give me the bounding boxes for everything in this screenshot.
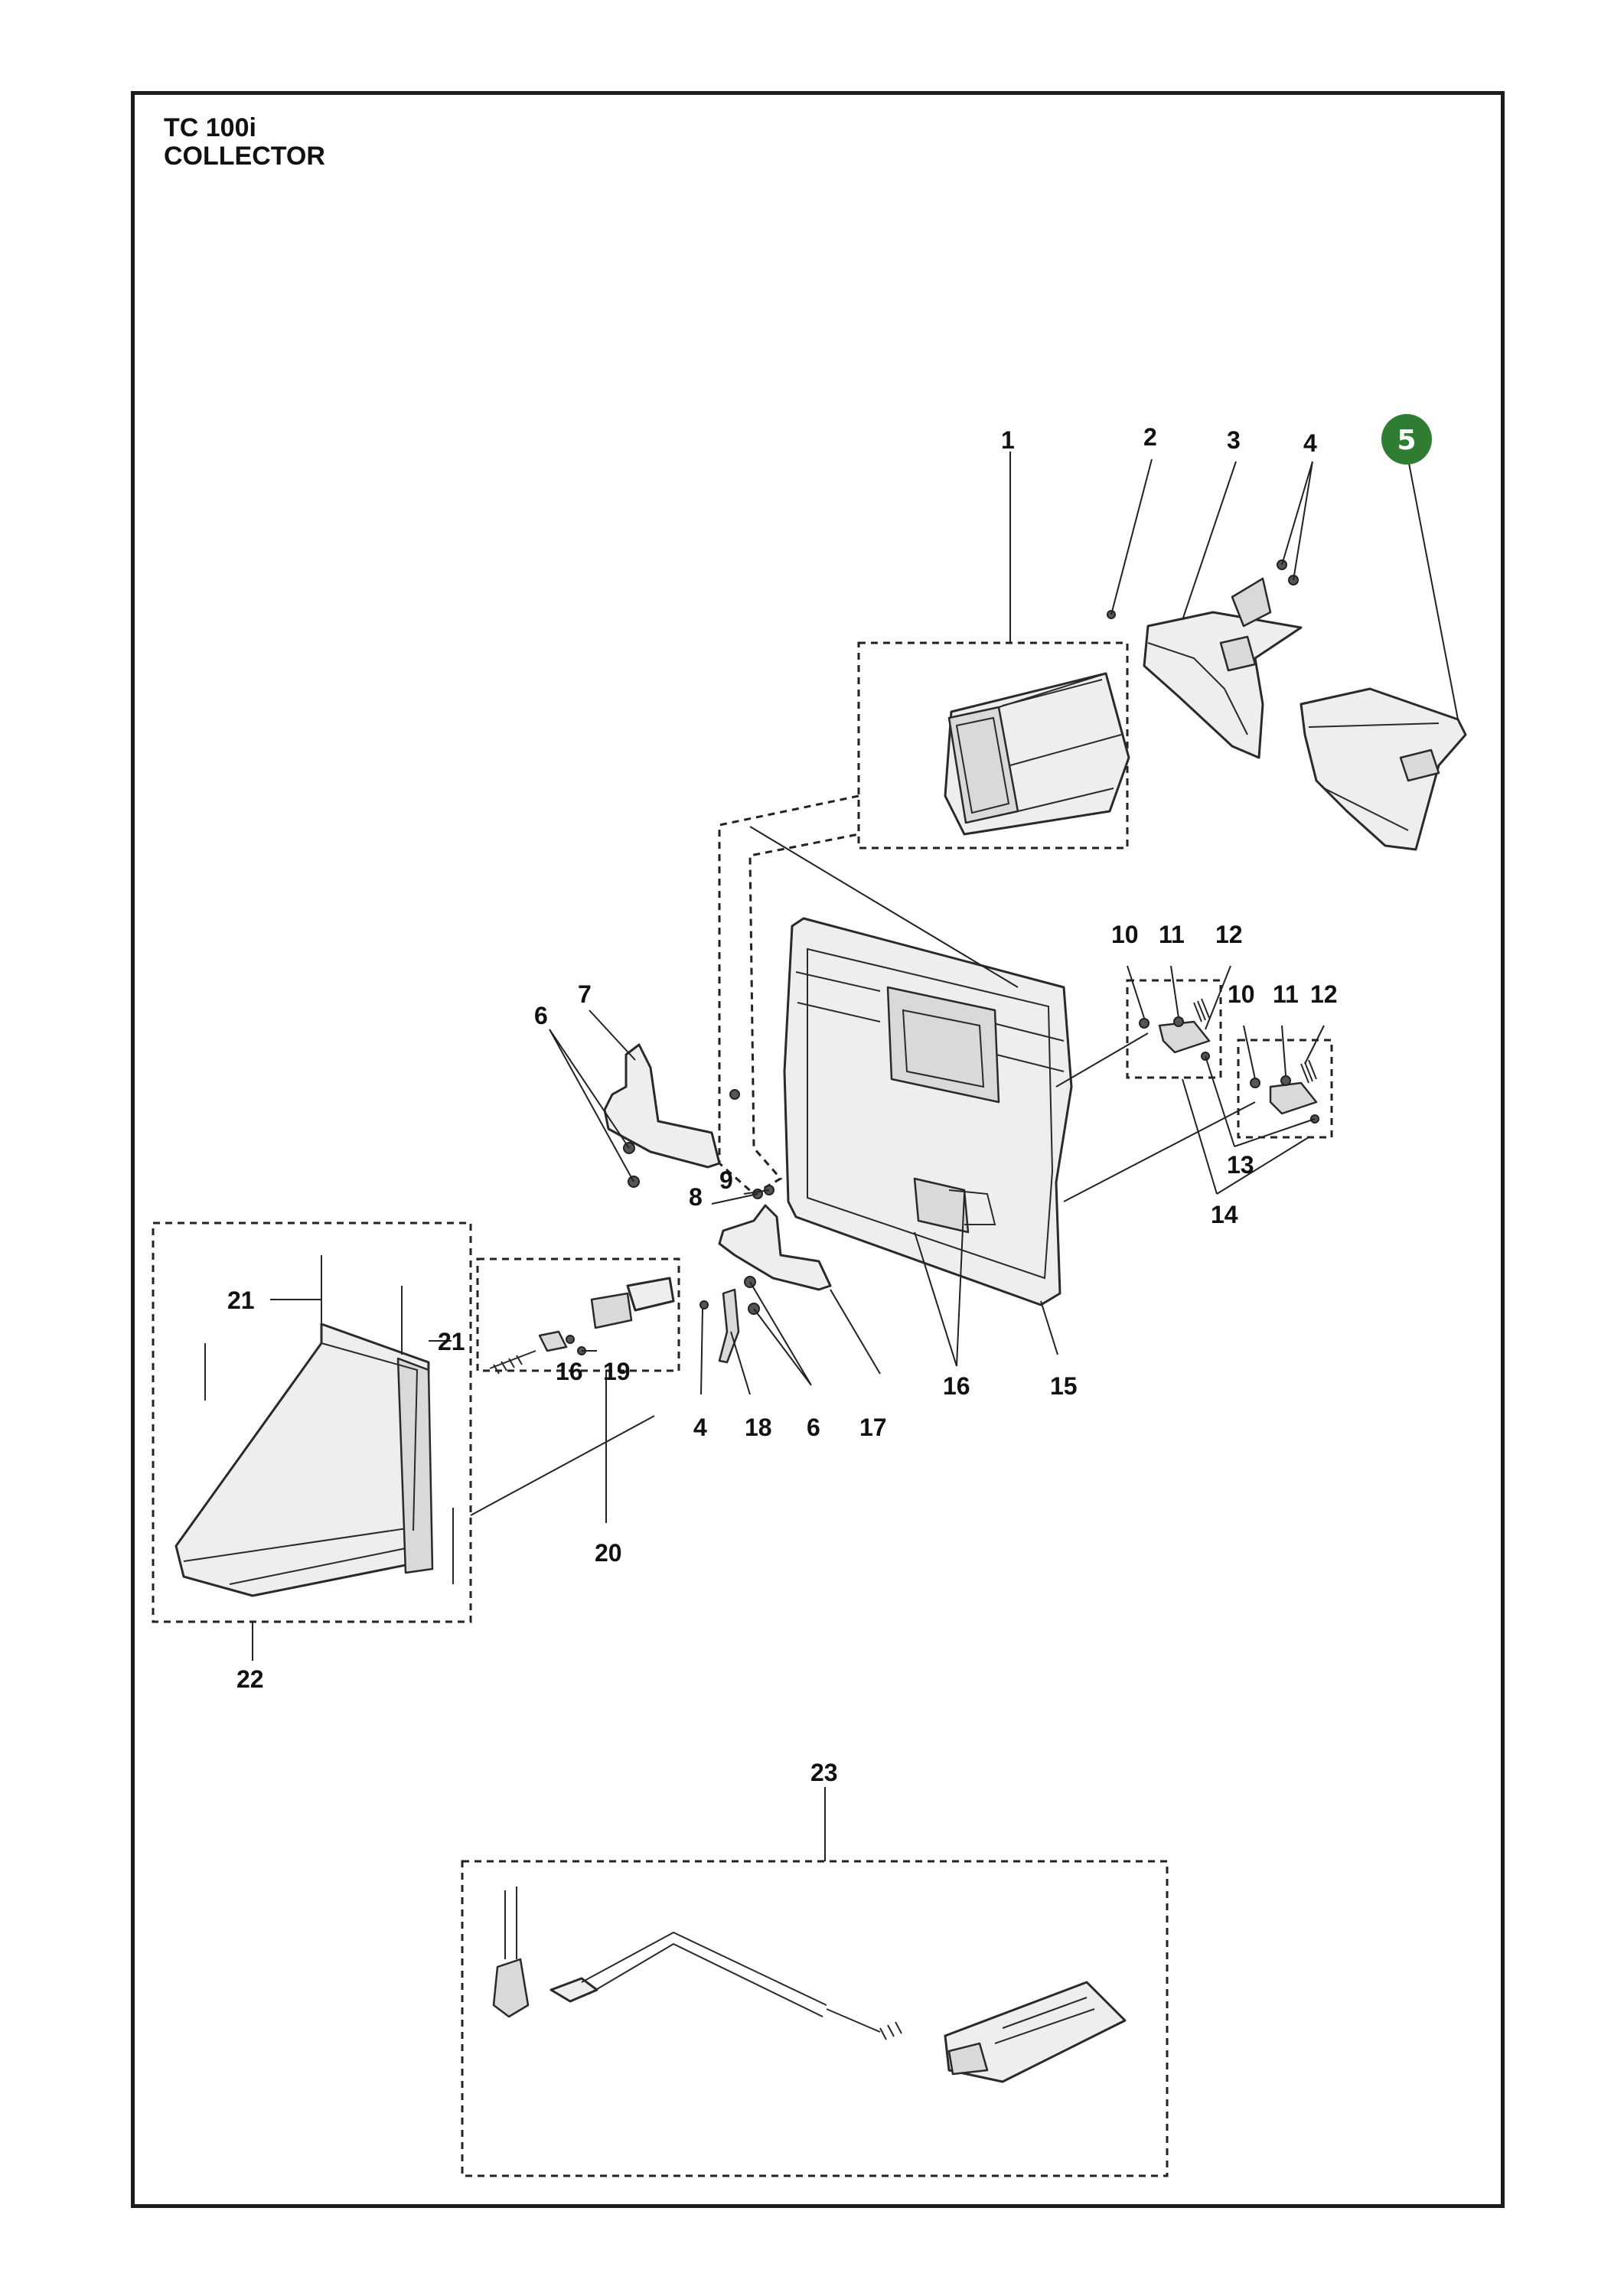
part-18-rod [718, 1288, 740, 1364]
screw-11a [1173, 1016, 1184, 1027]
callout-20: 20 [595, 1539, 622, 1567]
callout-11a: 11 [1159, 921, 1185, 948]
group-box-22 [152, 1221, 472, 1623]
part-17-lower-bracket [718, 1204, 832, 1291]
nut-10a [1139, 1018, 1150, 1029]
callout-8: 8 [689, 1183, 703, 1211]
badge-label: 5 [1397, 425, 1416, 456]
callout-18: 18 [745, 1414, 772, 1441]
nut-10b [1250, 1078, 1260, 1088]
callout-6b: 6 [807, 1414, 820, 1441]
callout-22: 22 [236, 1665, 264, 1693]
callout-10b: 10 [1228, 980, 1255, 1008]
section-title: COLLECTOR [164, 142, 325, 171]
callout-4: 4 [1303, 429, 1317, 457]
screw-16a [566, 1335, 575, 1344]
part-15-rear-plate [783, 917, 1073, 1306]
callout-19: 19 [603, 1358, 631, 1385]
callout-7: 7 [578, 980, 592, 1008]
screw-11b [1280, 1075, 1291, 1086]
callout-11b: 11 [1273, 980, 1299, 1008]
callout-1: 1 [1001, 426, 1015, 454]
callout-14: 14 [1211, 1201, 1238, 1228]
callout-3: 3 [1227, 426, 1241, 454]
callout-10a: 10 [1111, 921, 1139, 948]
part-22-grass-bag [174, 1322, 434, 1597]
part-23-lever-assembly [492, 1887, 1127, 2083]
callout-12b: 12 [1310, 980, 1338, 1008]
group-box-20 [476, 1257, 680, 1372]
part-14-spring-plate-a [1158, 998, 1211, 1054]
part-20-latch-assembly [489, 1277, 675, 1375]
callout-2: 2 [1143, 423, 1157, 451]
group-box-23 [461, 1860, 1169, 2177]
callout-23: 23 [810, 1759, 838, 1786]
callout-labels: 1 2 3 4 6 7 8 9 10 11 12 10 11 12 13 14 … [227, 423, 1338, 1786]
screw-4c [699, 1300, 709, 1309]
group-box-14a [1126, 979, 1222, 1079]
callout-6: 6 [534, 1002, 548, 1029]
callout-9: 9 [719, 1166, 733, 1194]
model-title: TC 100i [164, 113, 256, 142]
part-7-hinge-bracket [603, 1043, 721, 1169]
part-1-chute [944, 672, 1130, 836]
callout-12a: 12 [1215, 921, 1243, 948]
part-5-deflector [1300, 687, 1467, 851]
callout-13: 13 [1227, 1151, 1254, 1179]
callout-21b: 21 [438, 1328, 465, 1355]
badge-circle [1381, 414, 1432, 465]
part-14-spring-plate-b [1269, 1059, 1318, 1115]
callout-16a: 16 [943, 1372, 970, 1400]
callout-15: 15 [1050, 1372, 1078, 1400]
callout-16b: 16 [556, 1358, 583, 1385]
callout-4b: 4 [693, 1414, 707, 1441]
leader-lines [252, 452, 1459, 1861]
part-21-hooks [204, 1255, 454, 1584]
screw-8a [729, 1089, 740, 1100]
callout-17: 17 [859, 1414, 887, 1441]
highlight-badge: 5 [1381, 414, 1432, 465]
drawing-frame [131, 91, 1505, 2208]
callout-21a: 21 [227, 1287, 255, 1314]
group-box-1 [857, 641, 1129, 850]
group-box-14b [1237, 1039, 1333, 1139]
part-3-upper-chute [1143, 577, 1303, 759]
